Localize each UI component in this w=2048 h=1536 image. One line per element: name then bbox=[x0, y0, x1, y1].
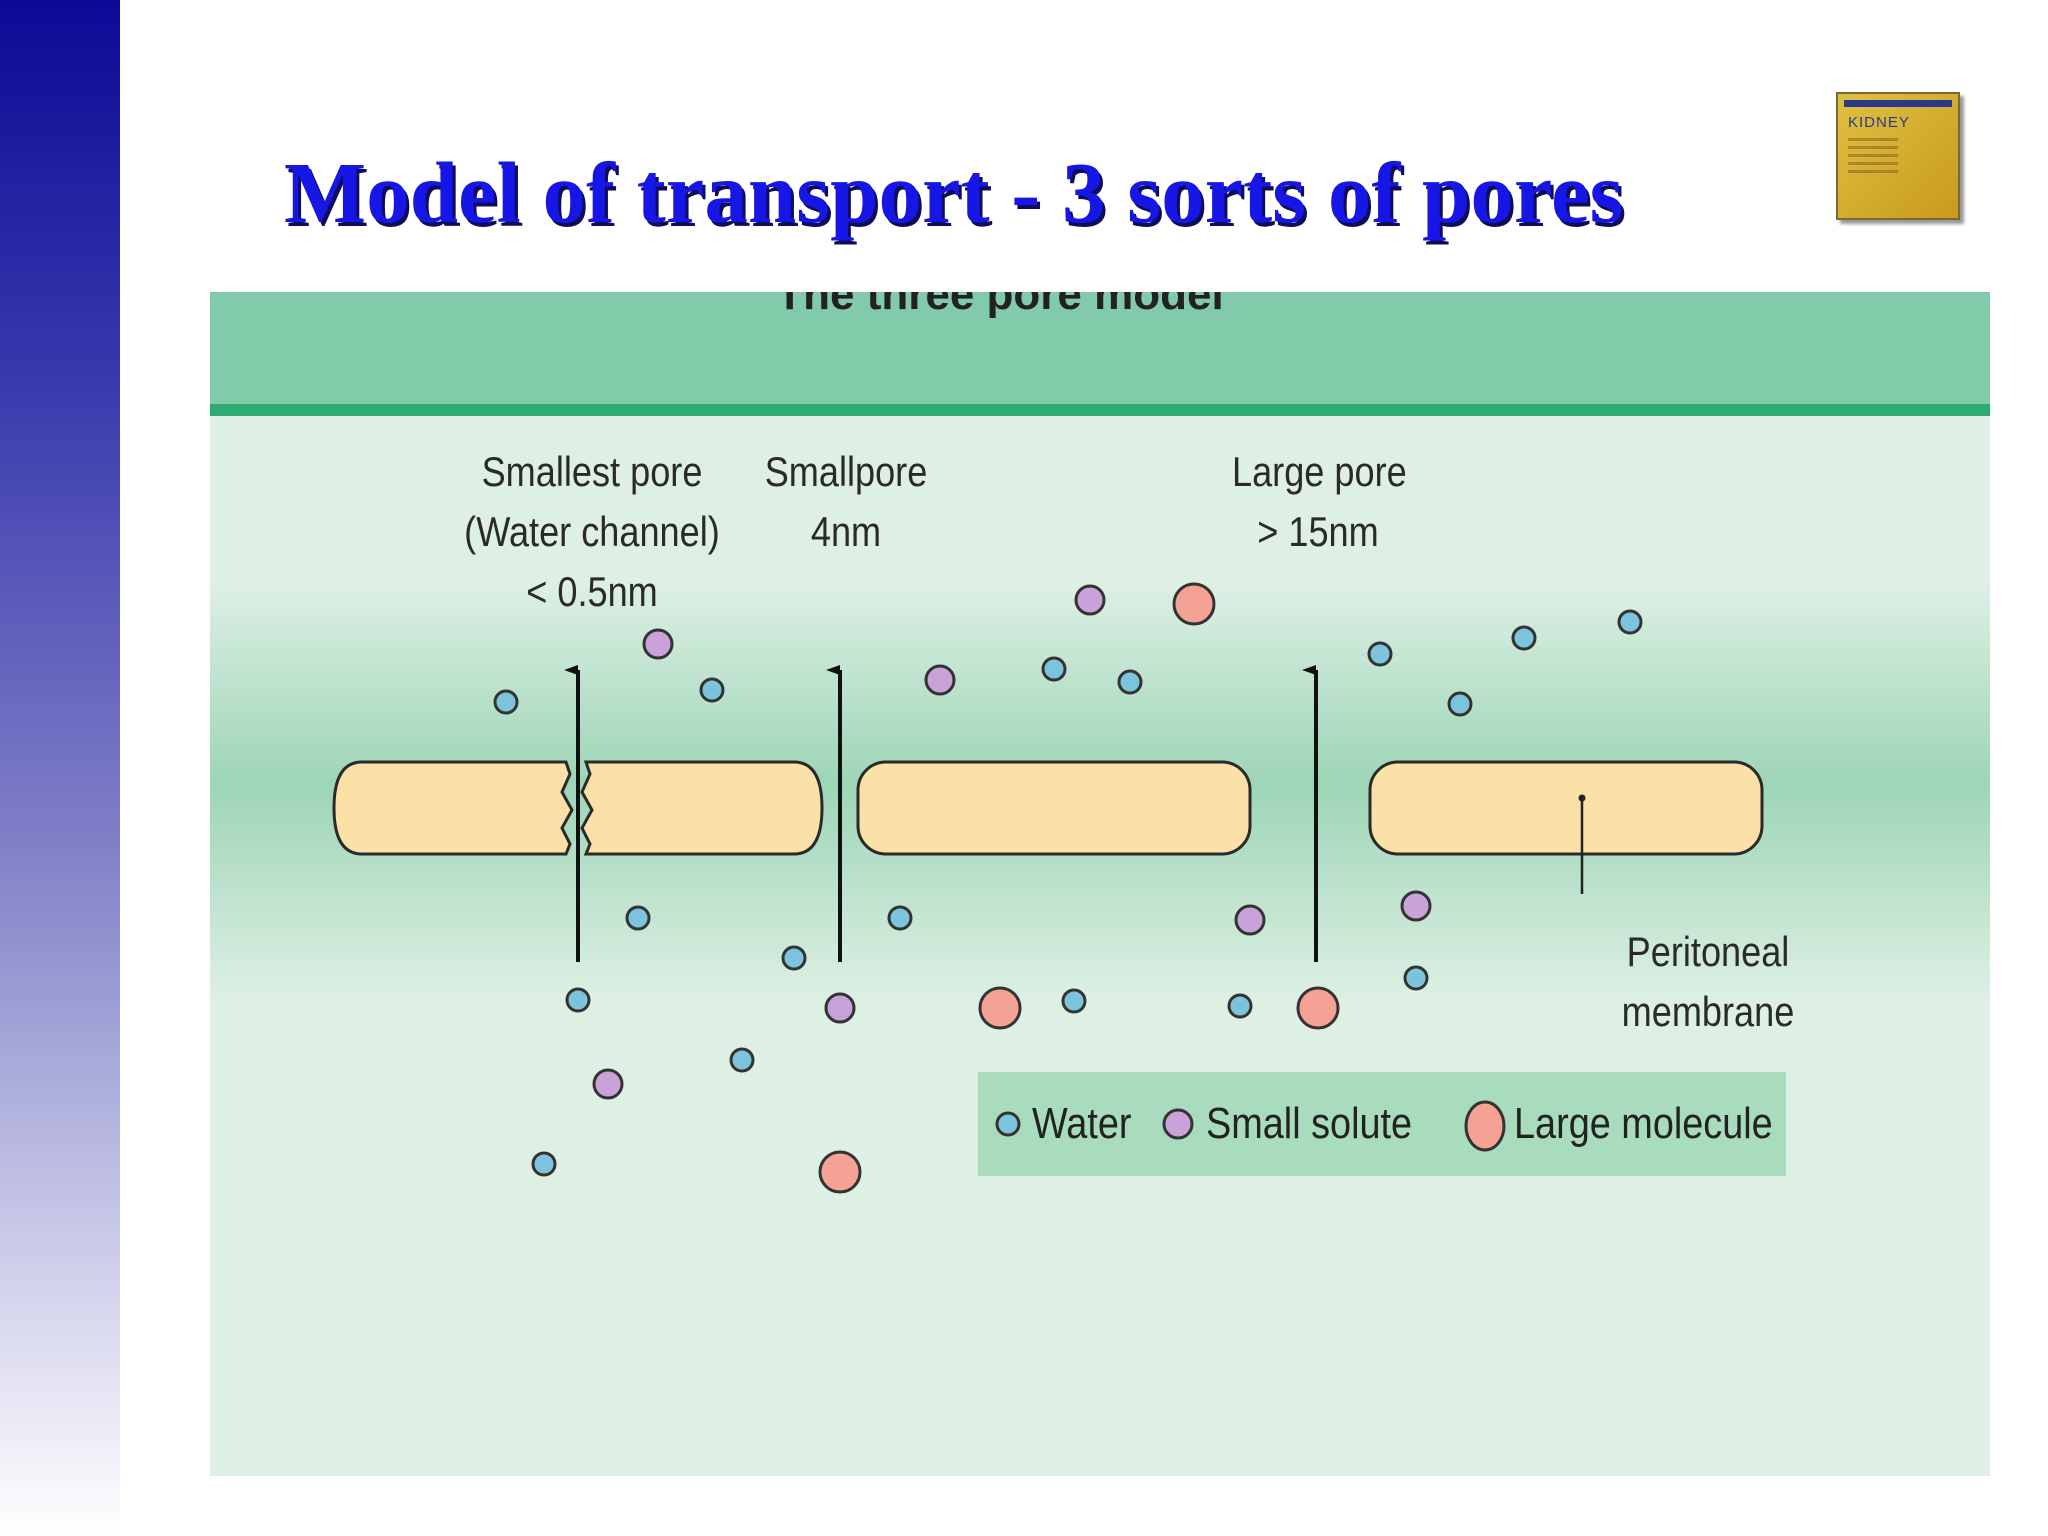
water-particle bbox=[1041, 656, 1067, 682]
three-pore-figure: The three pore model Smallest pore (Wate… bbox=[210, 292, 1990, 1476]
book-title: KIDNEY bbox=[1848, 114, 1910, 131]
large-molecule-particle bbox=[1172, 582, 1216, 626]
kidney-book-cover-icon: KIDNEY bbox=[1836, 92, 1960, 220]
water-particle bbox=[1061, 988, 1087, 1014]
small-solute-particle bbox=[924, 664, 956, 696]
legend-large-molecule-swatch bbox=[1464, 1100, 1506, 1152]
figure-header: The three pore model bbox=[210, 292, 1990, 416]
smallest-pore-label: Smallest pore (Water channel) < 0.5nm bbox=[463, 442, 721, 622]
smallest-pore-name: Smallest pore bbox=[481, 448, 703, 495]
small-solute-particle bbox=[1234, 904, 1266, 936]
water-particle bbox=[729, 1047, 755, 1073]
water-particle bbox=[625, 905, 651, 931]
water-particle bbox=[1367, 641, 1393, 667]
legend: Water Small solute Large molecule bbox=[978, 1072, 1786, 1176]
legend-water-label: Water bbox=[1032, 1099, 1132, 1148]
legend-small-solute-swatch bbox=[1162, 1108, 1194, 1140]
legend-large-molecule-label: Large molecule bbox=[1514, 1099, 1773, 1148]
small-solute-particle bbox=[1074, 584, 1106, 616]
membrane-label-line-2: membrane bbox=[1621, 988, 1795, 1035]
water-particle bbox=[1447, 691, 1473, 717]
membrane-segment-left-b bbox=[580, 760, 824, 856]
water-particle bbox=[1511, 625, 1537, 651]
water-particle bbox=[1227, 993, 1253, 1019]
large-pore-name: Large pore bbox=[1232, 448, 1407, 495]
book-text-lines bbox=[1848, 138, 1898, 178]
large-molecule-particle bbox=[1296, 986, 1340, 1030]
legend-water-swatch bbox=[995, 1111, 1021, 1137]
water-particle bbox=[781, 945, 807, 971]
large-pore-size: > 15nm bbox=[1257, 508, 1379, 555]
slide-title: Model of transport - 3 sorts of pores bbox=[284, 144, 1624, 241]
large-molecule-particle bbox=[818, 1150, 862, 1194]
book-band bbox=[1844, 100, 1952, 107]
water-particle bbox=[1403, 965, 1429, 991]
small-pore-name: Smallpore bbox=[764, 448, 928, 495]
side-gradient-bar bbox=[0, 0, 120, 1536]
transport-arrows bbox=[564, 665, 1318, 962]
small-solute-particle bbox=[1400, 890, 1432, 922]
figure-title: The three pore model bbox=[776, 292, 1224, 319]
membrane-label: Peritoneal membrane bbox=[1579, 922, 1837, 1042]
legend-swatches bbox=[995, 1100, 1506, 1152]
membrane-label-line-1: Peritoneal bbox=[1626, 928, 1790, 975]
water-particle bbox=[1117, 669, 1143, 695]
water-particle bbox=[565, 987, 591, 1013]
smallest-pore-size: < 0.5nm bbox=[526, 568, 658, 615]
water-particle bbox=[699, 677, 725, 703]
membrane-pointer-dot bbox=[1578, 794, 1586, 802]
small-solute-particle bbox=[642, 628, 674, 660]
small-solute-particle bbox=[824, 992, 856, 1024]
pore-diagram bbox=[332, 582, 1764, 1194]
water-particle bbox=[531, 1151, 557, 1177]
peritoneal-membrane bbox=[332, 760, 1764, 894]
small-pore-size: 4nm bbox=[810, 508, 882, 555]
water-particle bbox=[1617, 609, 1643, 635]
water-particle bbox=[493, 689, 519, 715]
particles bbox=[493, 582, 1643, 1194]
smallest-pore-detail: (Water channel) bbox=[464, 508, 720, 555]
large-pore-label: Large pore > 15nm bbox=[1232, 442, 1407, 562]
water-particle bbox=[887, 905, 913, 931]
large-molecule-particle bbox=[978, 986, 1022, 1030]
membrane-segment-right bbox=[1368, 760, 1764, 856]
membrane-segment-middle bbox=[856, 760, 1252, 856]
small-solute-particle bbox=[592, 1068, 624, 1100]
membrane-segment-left-a bbox=[332, 760, 574, 856]
small-pore-label: Smallpore 4nm bbox=[760, 442, 932, 562]
legend-small-solute-label: Small solute bbox=[1206, 1099, 1413, 1148]
